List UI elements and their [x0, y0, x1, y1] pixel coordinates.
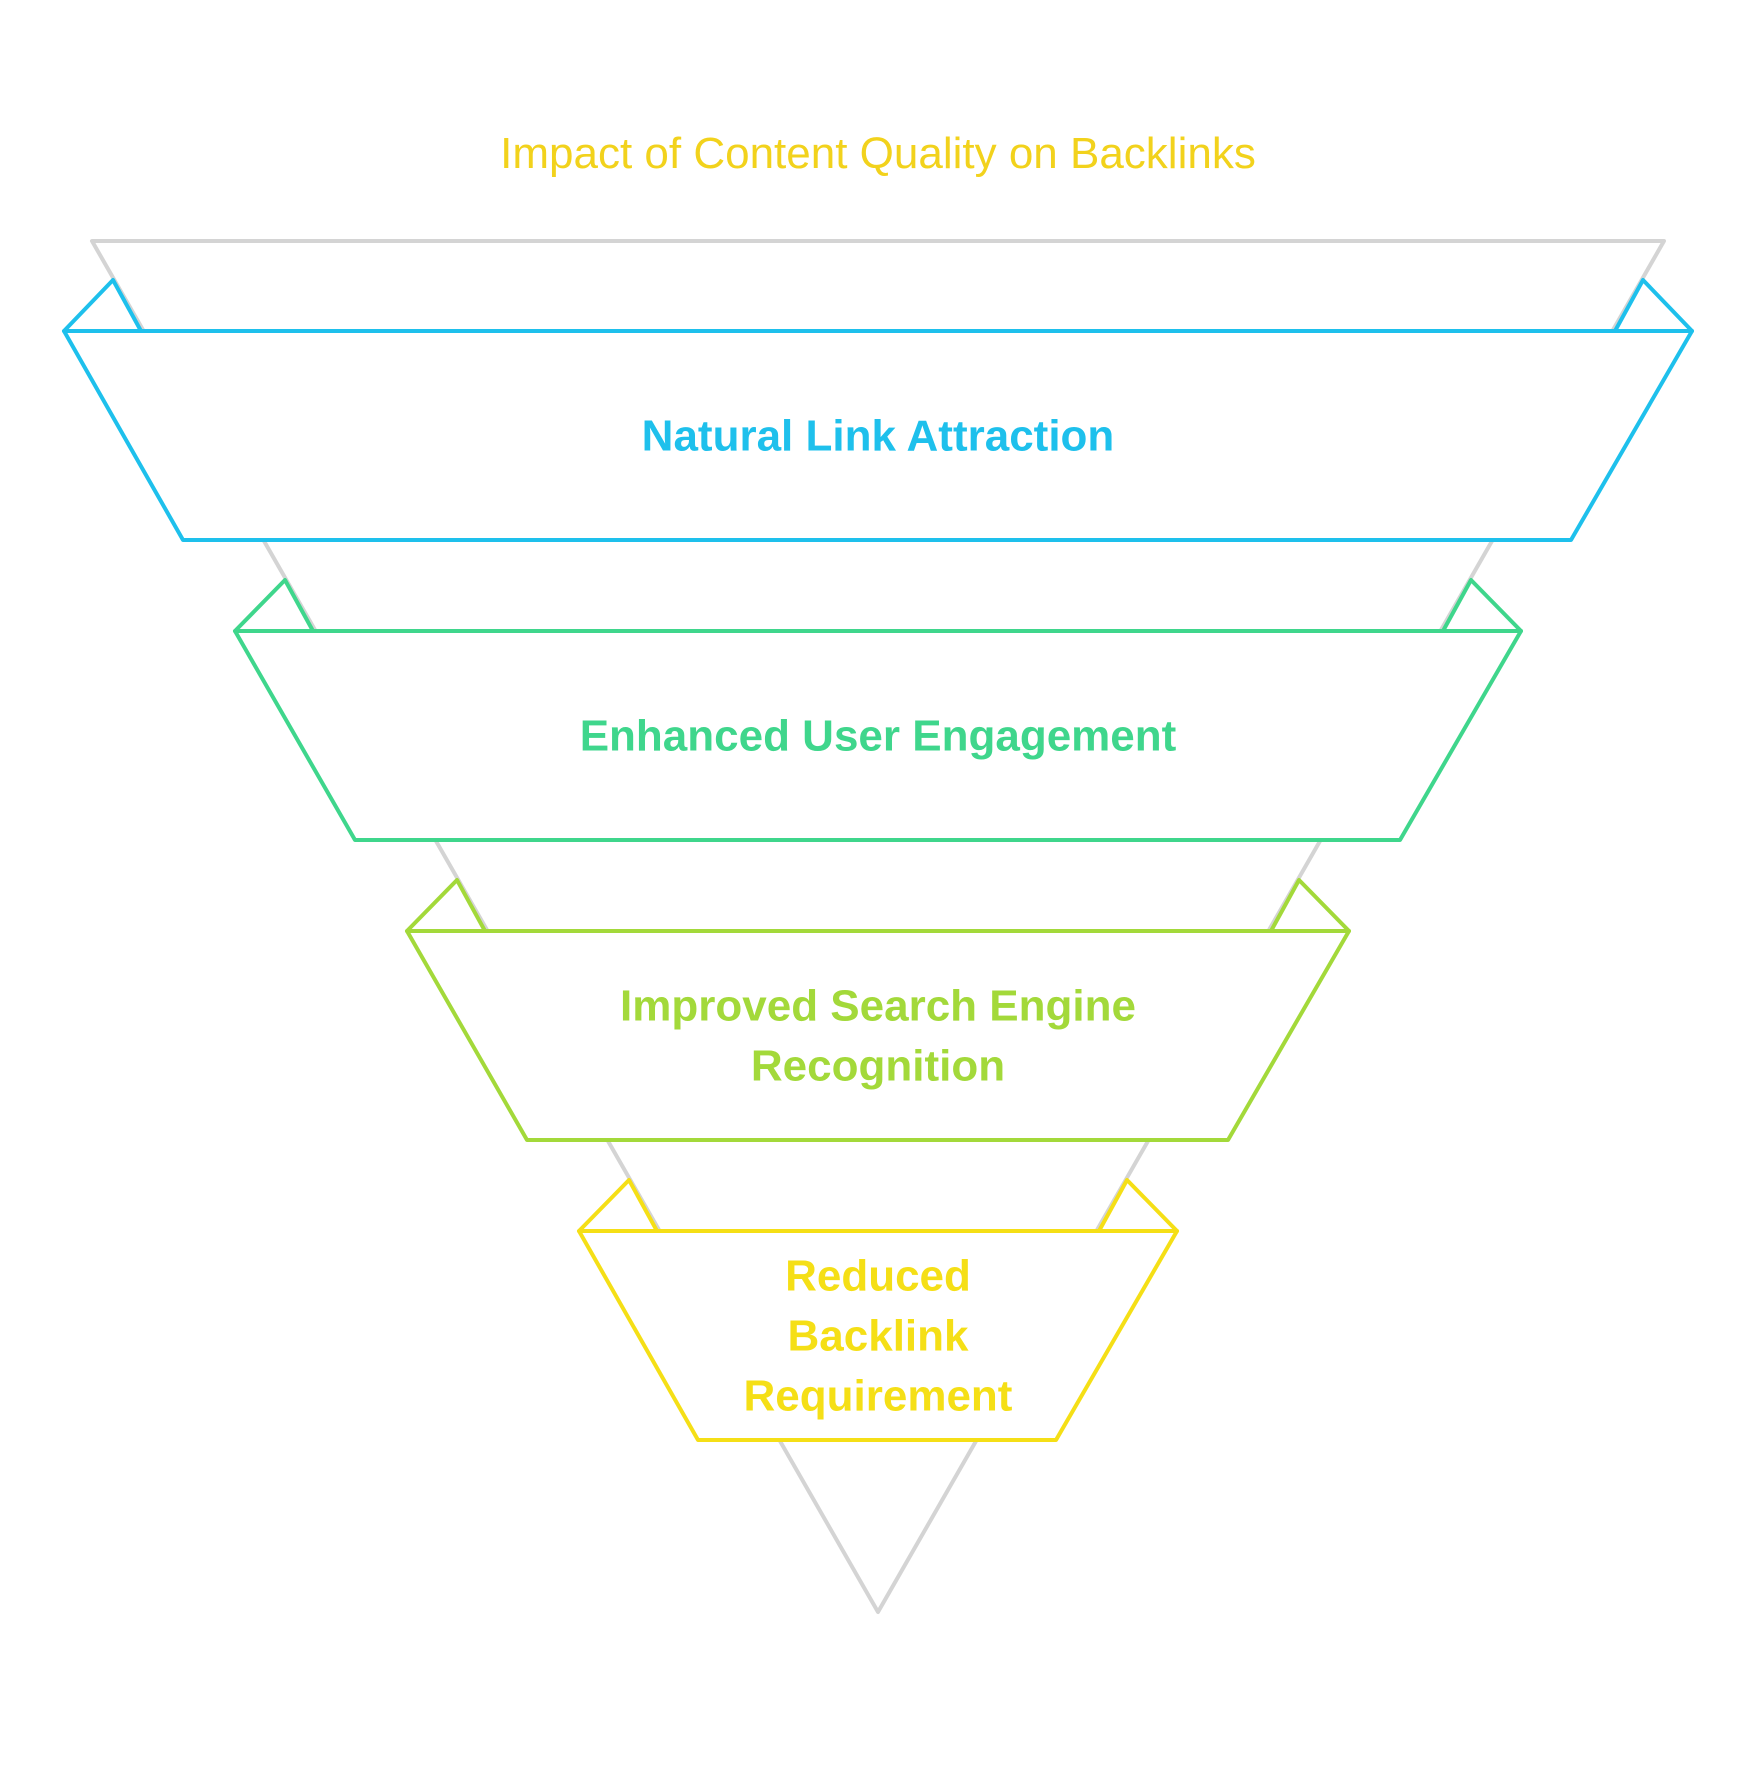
stage-label-line: Recognition [751, 1042, 1005, 1091]
stage-label-line: Improved Search Engine [620, 982, 1136, 1031]
stage-label-line: Enhanced User Engagement [580, 712, 1177, 761]
stage-band [577, 1229, 1179, 1442]
funnel-outline [90, 239, 1666, 1614]
diagram-title: Impact of Content Quality on Backlinks [500, 129, 1256, 178]
stage-label-line: Requirement [744, 1372, 1013, 1421]
stage-band [405, 929, 1351, 1142]
stage-label-line: Natural Link Attraction [642, 412, 1115, 461]
stage-band [62, 329, 1694, 542]
stage-label-line: Reduced [785, 1252, 971, 1301]
stage-enhanced-user-engagement: Enhanced User Engagement [233, 578, 1523, 842]
funnel-outline-triangle [90, 239, 1666, 1614]
stage-band [233, 629, 1523, 842]
stage-natural-link-attraction: Natural Link Attraction [62, 278, 1694, 542]
stage-label-line: Backlink [788, 1312, 970, 1361]
